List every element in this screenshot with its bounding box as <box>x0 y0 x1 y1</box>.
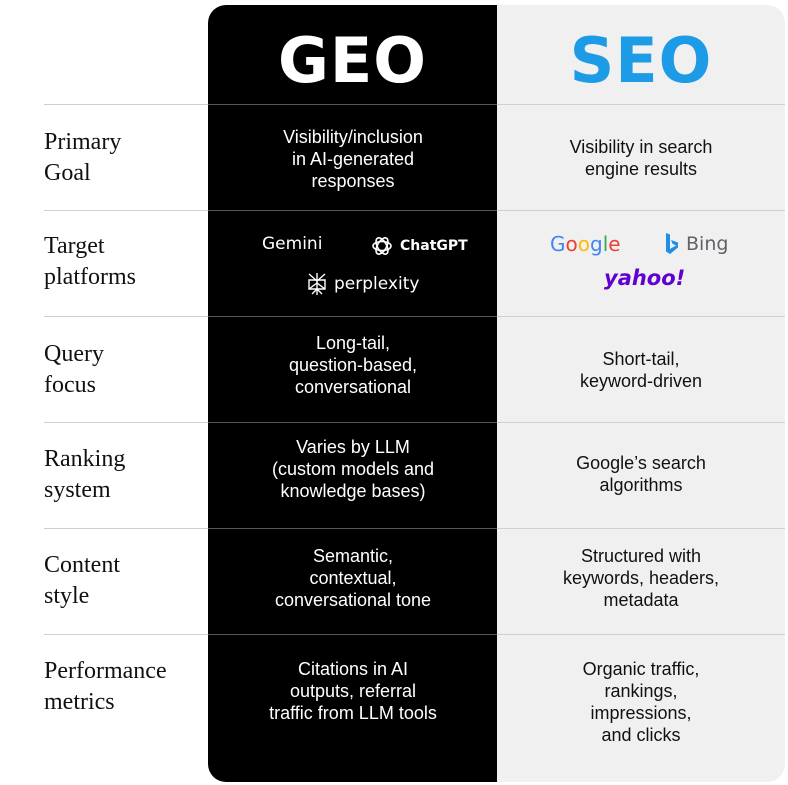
geo-query-focus: Long-tail, question-based, conversationa… <box>288 333 418 397</box>
row-divider <box>208 104 497 105</box>
yahoo-logo: yahoo! <box>604 266 685 290</box>
geo-performance-metrics: Citations in AI outputs, referral traffi… <box>269 659 437 723</box>
row-divider <box>497 104 785 105</box>
row-divider <box>44 104 208 105</box>
row-divider <box>208 422 497 423</box>
row-divider <box>208 210 497 211</box>
seo-query-focus: Short-tail, keyword-driven <box>579 349 703 391</box>
row-divider <box>44 210 208 211</box>
row-divider <box>497 210 785 211</box>
row-label-ranking-system: Ranking system <box>44 446 126 503</box>
perplexity-label: perplexity <box>334 274 420 294</box>
seo-content-style: Structured with keywords, headers, metad… <box>562 546 720 610</box>
bing-logo: Bing <box>664 232 728 256</box>
row-divider <box>208 634 497 635</box>
row-divider <box>208 316 497 317</box>
row-label-query-focus: Query focus <box>44 341 104 398</box>
perplexity-icon <box>308 273 326 295</box>
row-divider <box>44 528 208 529</box>
row-divider <box>44 634 208 635</box>
yahoo-label: yahoo! <box>604 266 686 290</box>
row-label-performance-metrics: Performance metrics <box>44 658 167 715</box>
geo-header: GEO <box>278 24 427 97</box>
bing-label: Bing <box>686 233 729 255</box>
geo-primary-goal: Visibility/inclusion in AI-generated res… <box>283 127 423 191</box>
row-divider <box>44 422 208 423</box>
seo-primary-goal: Visibility in search engine results <box>569 137 713 179</box>
row-label-content-style: Content style <box>44 552 120 609</box>
openai-icon <box>372 237 392 255</box>
geo-ranking-system: Varies by LLM (custom models and knowled… <box>271 437 435 501</box>
row-divider <box>208 528 497 529</box>
row-divider <box>497 422 785 423</box>
bing-icon <box>666 233 678 254</box>
google-logo: Google <box>550 232 621 256</box>
row-divider <box>44 316 208 317</box>
row-divider <box>497 528 785 529</box>
seo-column <box>497 5 785 782</box>
perplexity-logo: perplexity <box>306 272 419 296</box>
geo-column <box>208 5 497 782</box>
row-divider <box>497 316 785 317</box>
row-label-target-platforms: Target platforms <box>44 233 136 290</box>
row-label-primary-goal: Primary Goal <box>44 129 122 186</box>
gemini-label: Gemini <box>262 234 323 254</box>
chatgpt-logo: ChatGPT <box>370 234 468 258</box>
geo-content-style: Semantic, contextual, conversational ton… <box>274 546 432 610</box>
row-divider <box>497 634 785 635</box>
seo-ranking-system: Google’s search algorithms <box>576 453 706 495</box>
google-label: Google <box>550 232 621 256</box>
chatgpt-label: ChatGPT <box>400 238 468 254</box>
seo-performance-metrics: Organic traffic, rankings, impressions, … <box>582 659 700 745</box>
seo-header: SEO <box>569 24 713 97</box>
gemini-logo: Gemini <box>262 234 322 254</box>
